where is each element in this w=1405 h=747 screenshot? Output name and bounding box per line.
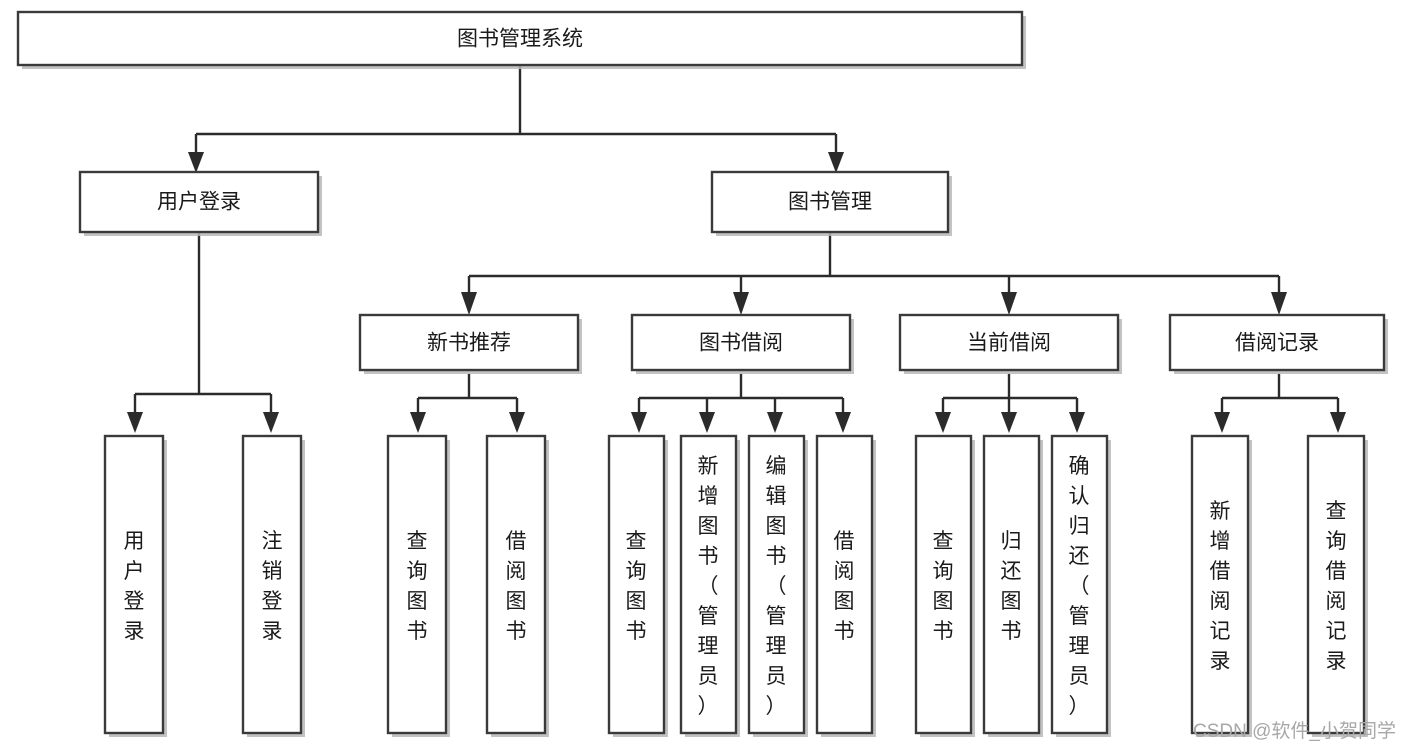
leaf-return-book-box[interactable] [982,434,1041,735]
leaf-add-book-box[interactable] [679,434,738,735]
current-borrow-label: 当前借阅 [967,332,1051,355]
book-borrow-label: 图书借阅 [699,332,783,355]
leaf-query-book-2-label: 查询图书 [626,530,647,643]
leaf-borrow-book-1-box[interactable] [485,434,547,735]
arrowhead-to-leaf-edit-book [767,412,783,433]
leaf-query-book-3-box[interactable] [914,434,973,735]
arrowhead-to-leaf-confirm-return [1069,412,1085,433]
leaf-query-book-1-box[interactable] [386,434,448,735]
connector-layer [127,66,1346,433]
user-login-box[interactable] [78,170,320,234]
node-current-borrow[interactable]: 当前借阅 [898,313,1122,374]
connector-book-borrow-bus [637,374,845,416]
node-leaf-query-borrow-record[interactable]: 查询借阅记录 [1306,434,1368,737]
arrowhead-to-leaf-add-book [699,412,715,433]
node-book-management[interactable]: 图书管理 [710,170,952,236]
arrowhead-to-leaf-query-borrow-record [1330,412,1346,433]
leaf-edit-book-box[interactable] [747,434,806,735]
arrowhead-to-new-book-recommend [461,292,477,315]
arrowhead-to-leaf-query-book-2 [631,412,647,433]
node-leaf-edit-book[interactable]: 编辑图书（管理员） [747,434,808,737]
book-borrow-box[interactable] [630,313,852,372]
connector-book-management-bus [467,233,1281,296]
book-management-box[interactable] [710,170,950,234]
leaf-edit-book-label: 编辑图书（管理员） [766,455,787,718]
leaf-query-book-1-label: 查询图书 [407,530,428,643]
node-borrow-record[interactable]: 借阅记录 [1168,313,1388,374]
csdn-watermark: CSDN @软件_小贺同学 [1193,720,1396,742]
node-user-login[interactable]: 用户登录 [78,170,322,236]
node-leaf-user-login[interactable]: 用户登录 [103,434,167,737]
leaf-query-book-2-box[interactable] [607,434,666,735]
arrowhead-to-leaf-return-book [1001,412,1017,433]
node-book-borrow[interactable]: 图书借阅 [630,313,854,374]
leaf-confirm-return-box[interactable] [1050,434,1109,735]
node-leaf-borrow-book-1[interactable]: 借阅图书 [485,434,549,737]
connector-user-login-bus [133,233,273,416]
leaf-add-borrow-record-box[interactable] [1190,434,1250,735]
book-management-label: 图书管理 [788,191,872,214]
arrowhead-to-leaf-borrow-book-2 [835,412,851,433]
connector-root-bus [194,66,838,156]
arrowhead-to-user-login [188,152,204,173]
node-leaf-return-book[interactable]: 归还图书 [982,434,1043,737]
new-book-recommend-label: 新书推荐 [427,332,511,355]
arrowhead-to-leaf-user-logout [263,412,279,433]
arrowhead-to-book-borrow [733,292,749,315]
current-borrow-box[interactable] [898,313,1120,372]
node-leaf-query-book-2[interactable]: 查询图书 [607,434,668,737]
leaf-borrow-book-2-box[interactable] [815,434,874,735]
connector-current-borrow-bus [941,374,1079,416]
node-root[interactable]: 图书管理系统 [16,10,1026,69]
root-box[interactable] [16,10,1024,67]
root-label: 图书管理系统 [457,28,583,51]
connector-new-book-recommend-bus [416,374,519,416]
arrowhead-to-book-management [828,152,844,173]
leaf-user-logout-box[interactable] [241,434,303,735]
node-leaf-add-book[interactable]: 新增图书（管理员） [679,434,740,737]
leaf-confirm-return-label: 确认归还（管理员） [1069,455,1090,718]
leaf-return-book-label: 归还图书 [1001,530,1022,643]
node-leaf-user-logout[interactable]: 注销登录 [241,434,305,737]
new-book-recommend-box[interactable] [358,313,580,372]
node-leaf-add-borrow-record[interactable]: 新增借阅记录 [1190,434,1252,737]
connector-borrow-record-bus [1220,374,1340,416]
leaf-query-borrow-record-label: 查询借阅记录 [1326,500,1347,673]
leaf-user-logout-label: 注销登录 [262,530,283,643]
arrowhead-to-borrow-record [1271,292,1287,315]
borrow-record-box[interactable] [1168,313,1386,372]
leaf-user-login-box[interactable] [103,434,165,735]
node-leaf-query-book-1[interactable]: 查询图书 [386,434,450,737]
node-leaf-query-book-3[interactable]: 查询图书 [914,434,975,737]
leaf-borrow-book-2-label: 借阅图书 [834,530,855,643]
arrowhead-to-leaf-add-borrow-record [1214,412,1230,433]
node-leaf-borrow-book-2[interactable]: 借阅图书 [815,434,876,737]
node-leaf-confirm-return[interactable]: 确认归还（管理员） [1050,434,1111,737]
user-login-label: 用户登录 [157,191,241,214]
arrowhead-to-current-borrow [1001,292,1017,315]
leaf-user-login-label: 用户登录 [124,530,145,643]
leaf-query-borrow-record-box[interactable] [1306,434,1366,735]
node-new-book-recommend[interactable]: 新书推荐 [358,313,582,374]
arrowhead-to-leaf-query-book-1 [410,412,426,433]
leaf-add-book-label: 新增图书（管理员） [698,455,719,718]
arrowhead-to-leaf-query-book-3 [935,412,951,433]
leaf-borrow-book-1-label: 借阅图书 [506,530,527,643]
arrowhead-to-leaf-borrow-book-1 [509,412,525,433]
leaf-query-book-3-label: 查询图书 [933,530,954,643]
borrow-record-label: 借阅记录 [1235,332,1319,355]
arrowhead-to-leaf-user-login [127,412,143,433]
leaf-add-borrow-record-label: 新增借阅记录 [1210,500,1231,673]
